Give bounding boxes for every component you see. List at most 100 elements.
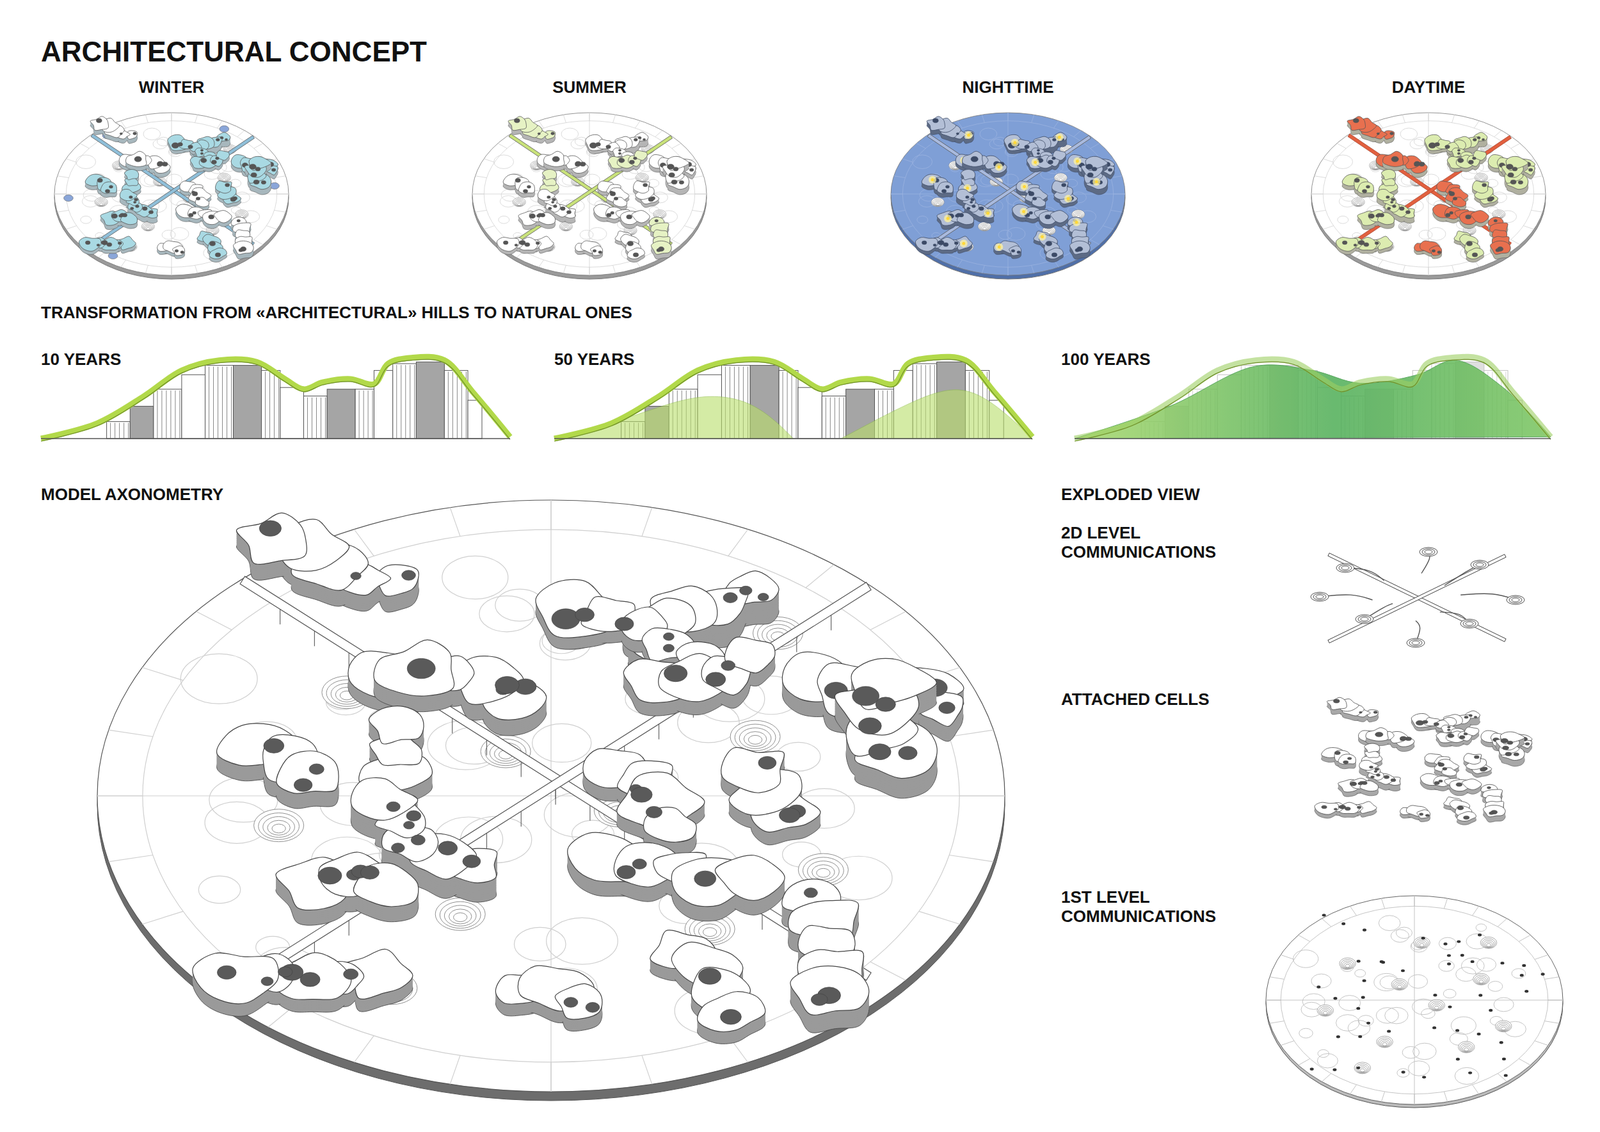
roof-opening: [195, 197, 200, 201]
roof-opening: [97, 178, 103, 183]
light: [961, 241, 966, 246]
roof-opening: [148, 210, 153, 214]
roof-opening: [208, 214, 215, 219]
roof-opening: [535, 241, 540, 245]
roof-opening: [540, 213, 545, 217]
roof-opening: [200, 149, 203, 152]
roof-opening: [211, 160, 217, 164]
roof-opening: [1011, 249, 1016, 253]
roof-opening: [250, 172, 257, 178]
light: [965, 186, 969, 190]
roof-opening: [632, 252, 639, 257]
roof-opening: [633, 138, 638, 141]
roof-opening: [215, 156, 220, 160]
roof-opening: [1045, 241, 1052, 246]
roof-opening: [133, 200, 137, 203]
roof-opening: [552, 198, 557, 201]
roof-opening: [1028, 191, 1035, 196]
light: [1066, 197, 1071, 201]
roof-opening: [972, 204, 976, 208]
roof-opening: [598, 250, 603, 254]
roof-opening: [1029, 211, 1033, 214]
roof-opening: [188, 144, 194, 149]
roof-opening: [224, 138, 228, 141]
roof-opening: [1352, 118, 1359, 123]
roof-opening: [134, 198, 139, 201]
roof-opening: [1047, 160, 1053, 164]
roof-opening: [1075, 248, 1080, 252]
light: [1075, 159, 1080, 163]
light: [1022, 184, 1026, 189]
light: [1022, 209, 1026, 214]
roof-opening: [249, 163, 257, 169]
roof-opening: [177, 142, 184, 146]
roof-opening: [156, 161, 164, 166]
roof-opening: [1390, 131, 1394, 135]
roof-opening: [209, 241, 216, 246]
roof-opening: [548, 207, 552, 210]
roof-opening: [122, 213, 127, 217]
roof-opening: [1052, 138, 1056, 141]
roof-opening: [566, 210, 571, 214]
roof-opening: [261, 180, 267, 185]
roof-opening: [85, 240, 91, 245]
roof-opening: [200, 158, 207, 163]
roof-opening: [642, 138, 646, 141]
roof-opening: [1477, 136, 1481, 139]
winter-plan: [54, 112, 289, 280]
roof-opening: [945, 184, 950, 189]
roof-opening: [970, 156, 978, 162]
roof-opening: [253, 179, 260, 185]
roof-opening: [200, 152, 203, 155]
roof-opening: [1032, 197, 1037, 201]
light: [1095, 179, 1099, 184]
roof-opening: [1376, 132, 1380, 135]
rim-dot: [219, 125, 230, 132]
roof-opening: [519, 241, 523, 244]
roof-opening: [958, 213, 964, 217]
roof-opening: [689, 168, 694, 172]
roof-opening: [668, 172, 675, 178]
roof-opening: [547, 195, 552, 199]
roof-opening: [970, 200, 973, 203]
roof-opening: [135, 204, 140, 208]
day-plan: [1311, 112, 1546, 280]
roof-opening: [215, 138, 220, 141]
roof-opening: [238, 248, 244, 252]
roof-opening: [1434, 142, 1440, 146]
light: [1013, 140, 1017, 144]
roof-opening: [618, 149, 621, 152]
roof-opening: [119, 132, 123, 135]
roof-opening: [192, 191, 198, 196]
roof-opening: [1016, 250, 1021, 254]
roof-opening: [937, 241, 942, 244]
roof-opening: [96, 118, 102, 123]
roof-opening: [96, 243, 100, 247]
light: [1040, 234, 1044, 239]
roof-opening: [180, 250, 185, 254]
roof-opening: [1107, 168, 1113, 172]
roof-opening: [1061, 183, 1067, 187]
roof-opening: [610, 211, 615, 214]
roof-opening: [667, 163, 675, 169]
roof-opening: [978, 206, 984, 211]
roof-opening: [574, 161, 582, 166]
roof-opening: [271, 168, 276, 172]
roof-opening: [656, 248, 662, 252]
light: [997, 245, 1001, 249]
roof-opening: [230, 197, 236, 201]
roof-opening: [225, 183, 230, 187]
roof-opening: [522, 189, 528, 194]
roof-opening: [965, 195, 970, 199]
roof-opening: [551, 131, 555, 135]
roof-opening: [618, 152, 621, 155]
night-plan: [890, 112, 1126, 280]
roof-opening: [595, 142, 601, 146]
roof-opening: [633, 156, 638, 160]
roof-opening: [956, 132, 959, 135]
roof-opening: [1024, 144, 1030, 149]
roof-opening: [1457, 152, 1460, 155]
light: [1033, 160, 1037, 164]
roof-opening: [1051, 252, 1057, 257]
